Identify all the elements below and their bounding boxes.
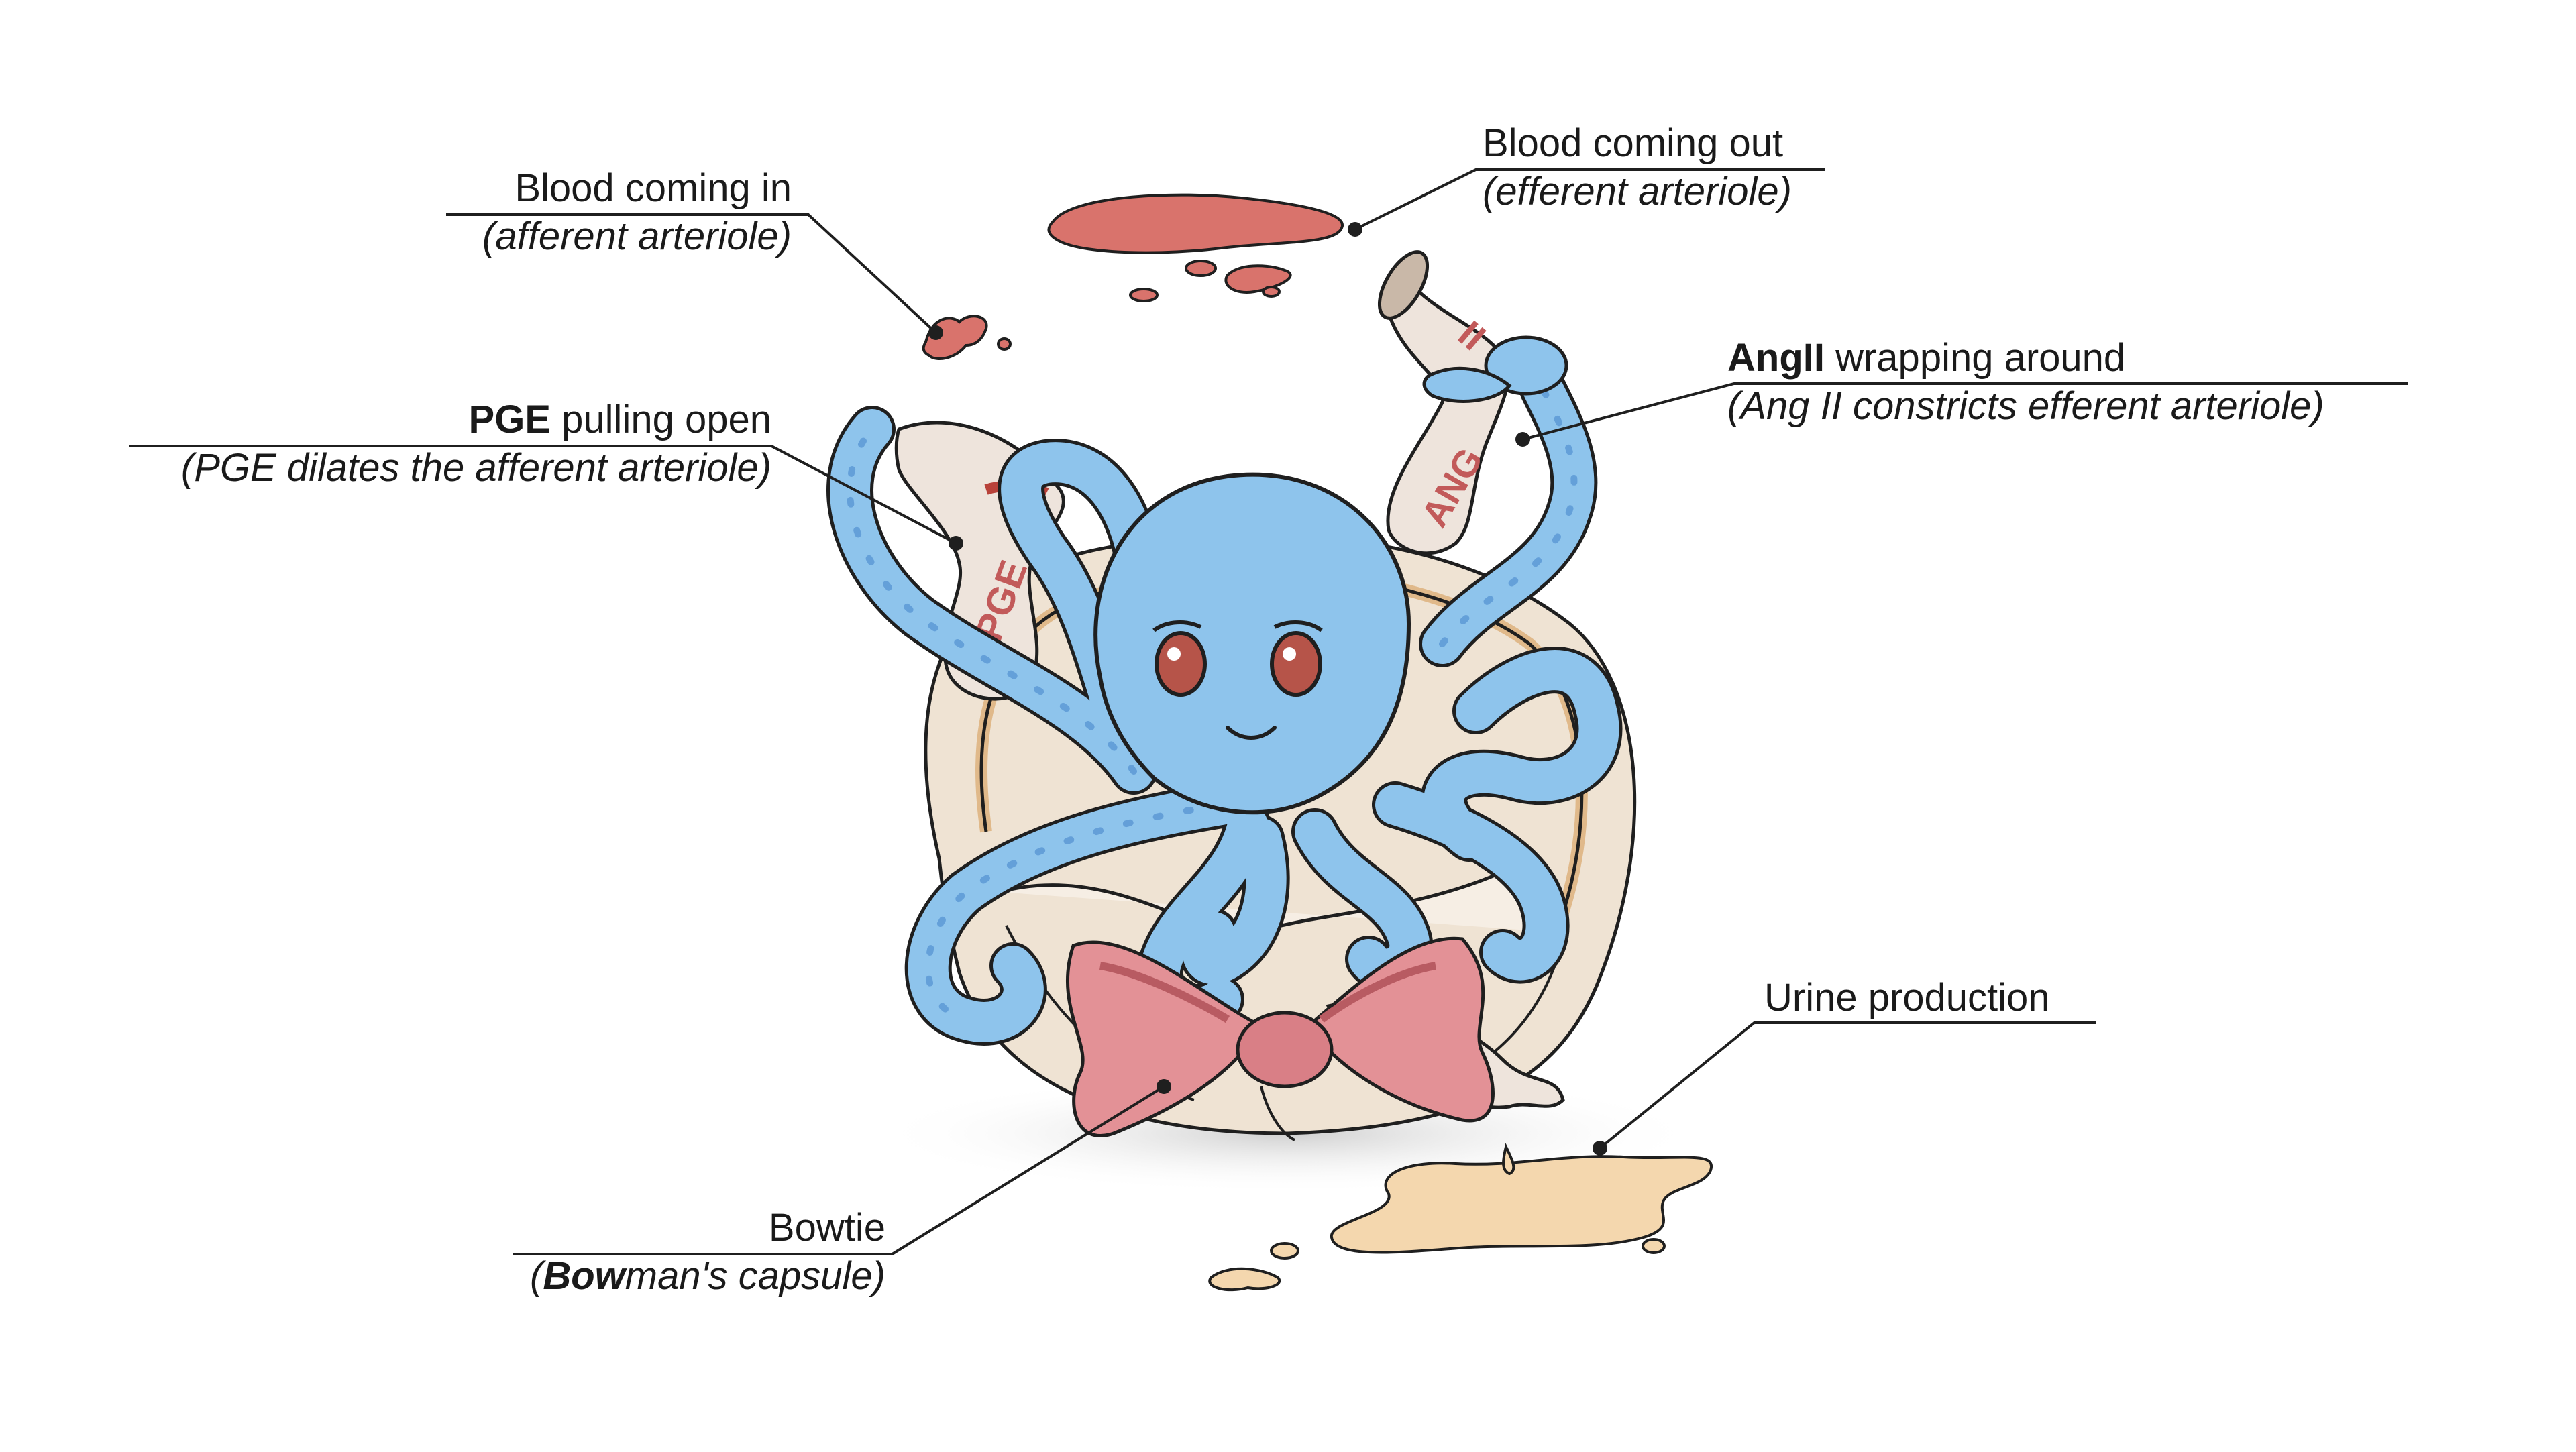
efferent-tube: II ANG	[1377, 250, 1510, 555]
leader-blood-in	[446, 213, 937, 334]
label-angii-title: AngII wrapping around	[1727, 334, 2465, 382]
dot-blood-out	[1348, 222, 1362, 237]
label-pge: PGE pulling open (PGE dilates the affere…	[67, 396, 771, 492]
label-bowtie-sub-rest: man's capsule)	[625, 1254, 885, 1298]
label-urine: Urine production	[1764, 974, 2167, 1022]
label-bowtie-title: Bowtie	[768, 1206, 885, 1249]
label-bowtie-sub-bold: Bow	[543, 1254, 625, 1298]
label-angii: AngII wrapping around (Ang II constricts…	[1727, 334, 2465, 431]
octopus-head	[1093, 472, 1411, 815]
leader-urine	[1599, 1021, 2096, 1150]
label-blood-in: Blood coming in (afferent arteriole)	[376, 164, 792, 261]
dot-bowtie	[1157, 1079, 1171, 1094]
label-bowtie: Bowtie (Bowman's capsule)	[470, 1204, 885, 1300]
label-blood-out-subtitle: (efferent arteriole)	[1483, 170, 1792, 213]
label-angii-subtitle: (Ang II constricts efferent arteriole)	[1727, 384, 2324, 428]
label-angii-bold: AngII	[1727, 336, 1825, 380]
dot-angii	[1515, 432, 1530, 447]
label-angii-rest: wrapping around	[1824, 336, 2126, 380]
label-blood-in-subtitle: (afferent arteriole)	[482, 215, 792, 258]
urine-puddle	[1208, 1143, 1713, 1292]
label-urine-title: Urine production	[1764, 976, 2050, 1019]
label-pge-subtitle: (PGE dilates the afferent arteriole)	[180, 446, 771, 490]
leader-bowtie	[513, 1085, 1165, 1255]
label-blood-out-title: Blood coming out	[1483, 121, 1784, 165]
leader-angii	[1522, 382, 2408, 441]
dot-pge	[949, 536, 963, 551]
label-bowtie-subtitle: (Bowman's capsule)	[470, 1252, 885, 1300]
leader-dots	[928, 222, 1607, 1156]
dot-urine	[1593, 1141, 1607, 1156]
leader-pge	[129, 445, 957, 545]
bowtie	[1065, 936, 1565, 1137]
blood-splash-efferent	[1047, 193, 1344, 302]
label-blood-out: Blood coming out (efferent arteriole)	[1483, 119, 1912, 216]
leader-lines	[129, 168, 2408, 1255]
leader-blood-out	[1354, 168, 1825, 231]
label-pge-title: PGE pulling open	[67, 396, 771, 444]
angii-wrap	[1422, 335, 1568, 403]
label-blood-in-title: Blood coming in	[515, 166, 792, 210]
dot-blood-in	[928, 325, 943, 340]
label-bowtie-sub-open: (	[529, 1254, 543, 1298]
label-pge-rest: pulling open	[551, 398, 771, 441]
label-pge-bold: PGE	[468, 398, 551, 441]
